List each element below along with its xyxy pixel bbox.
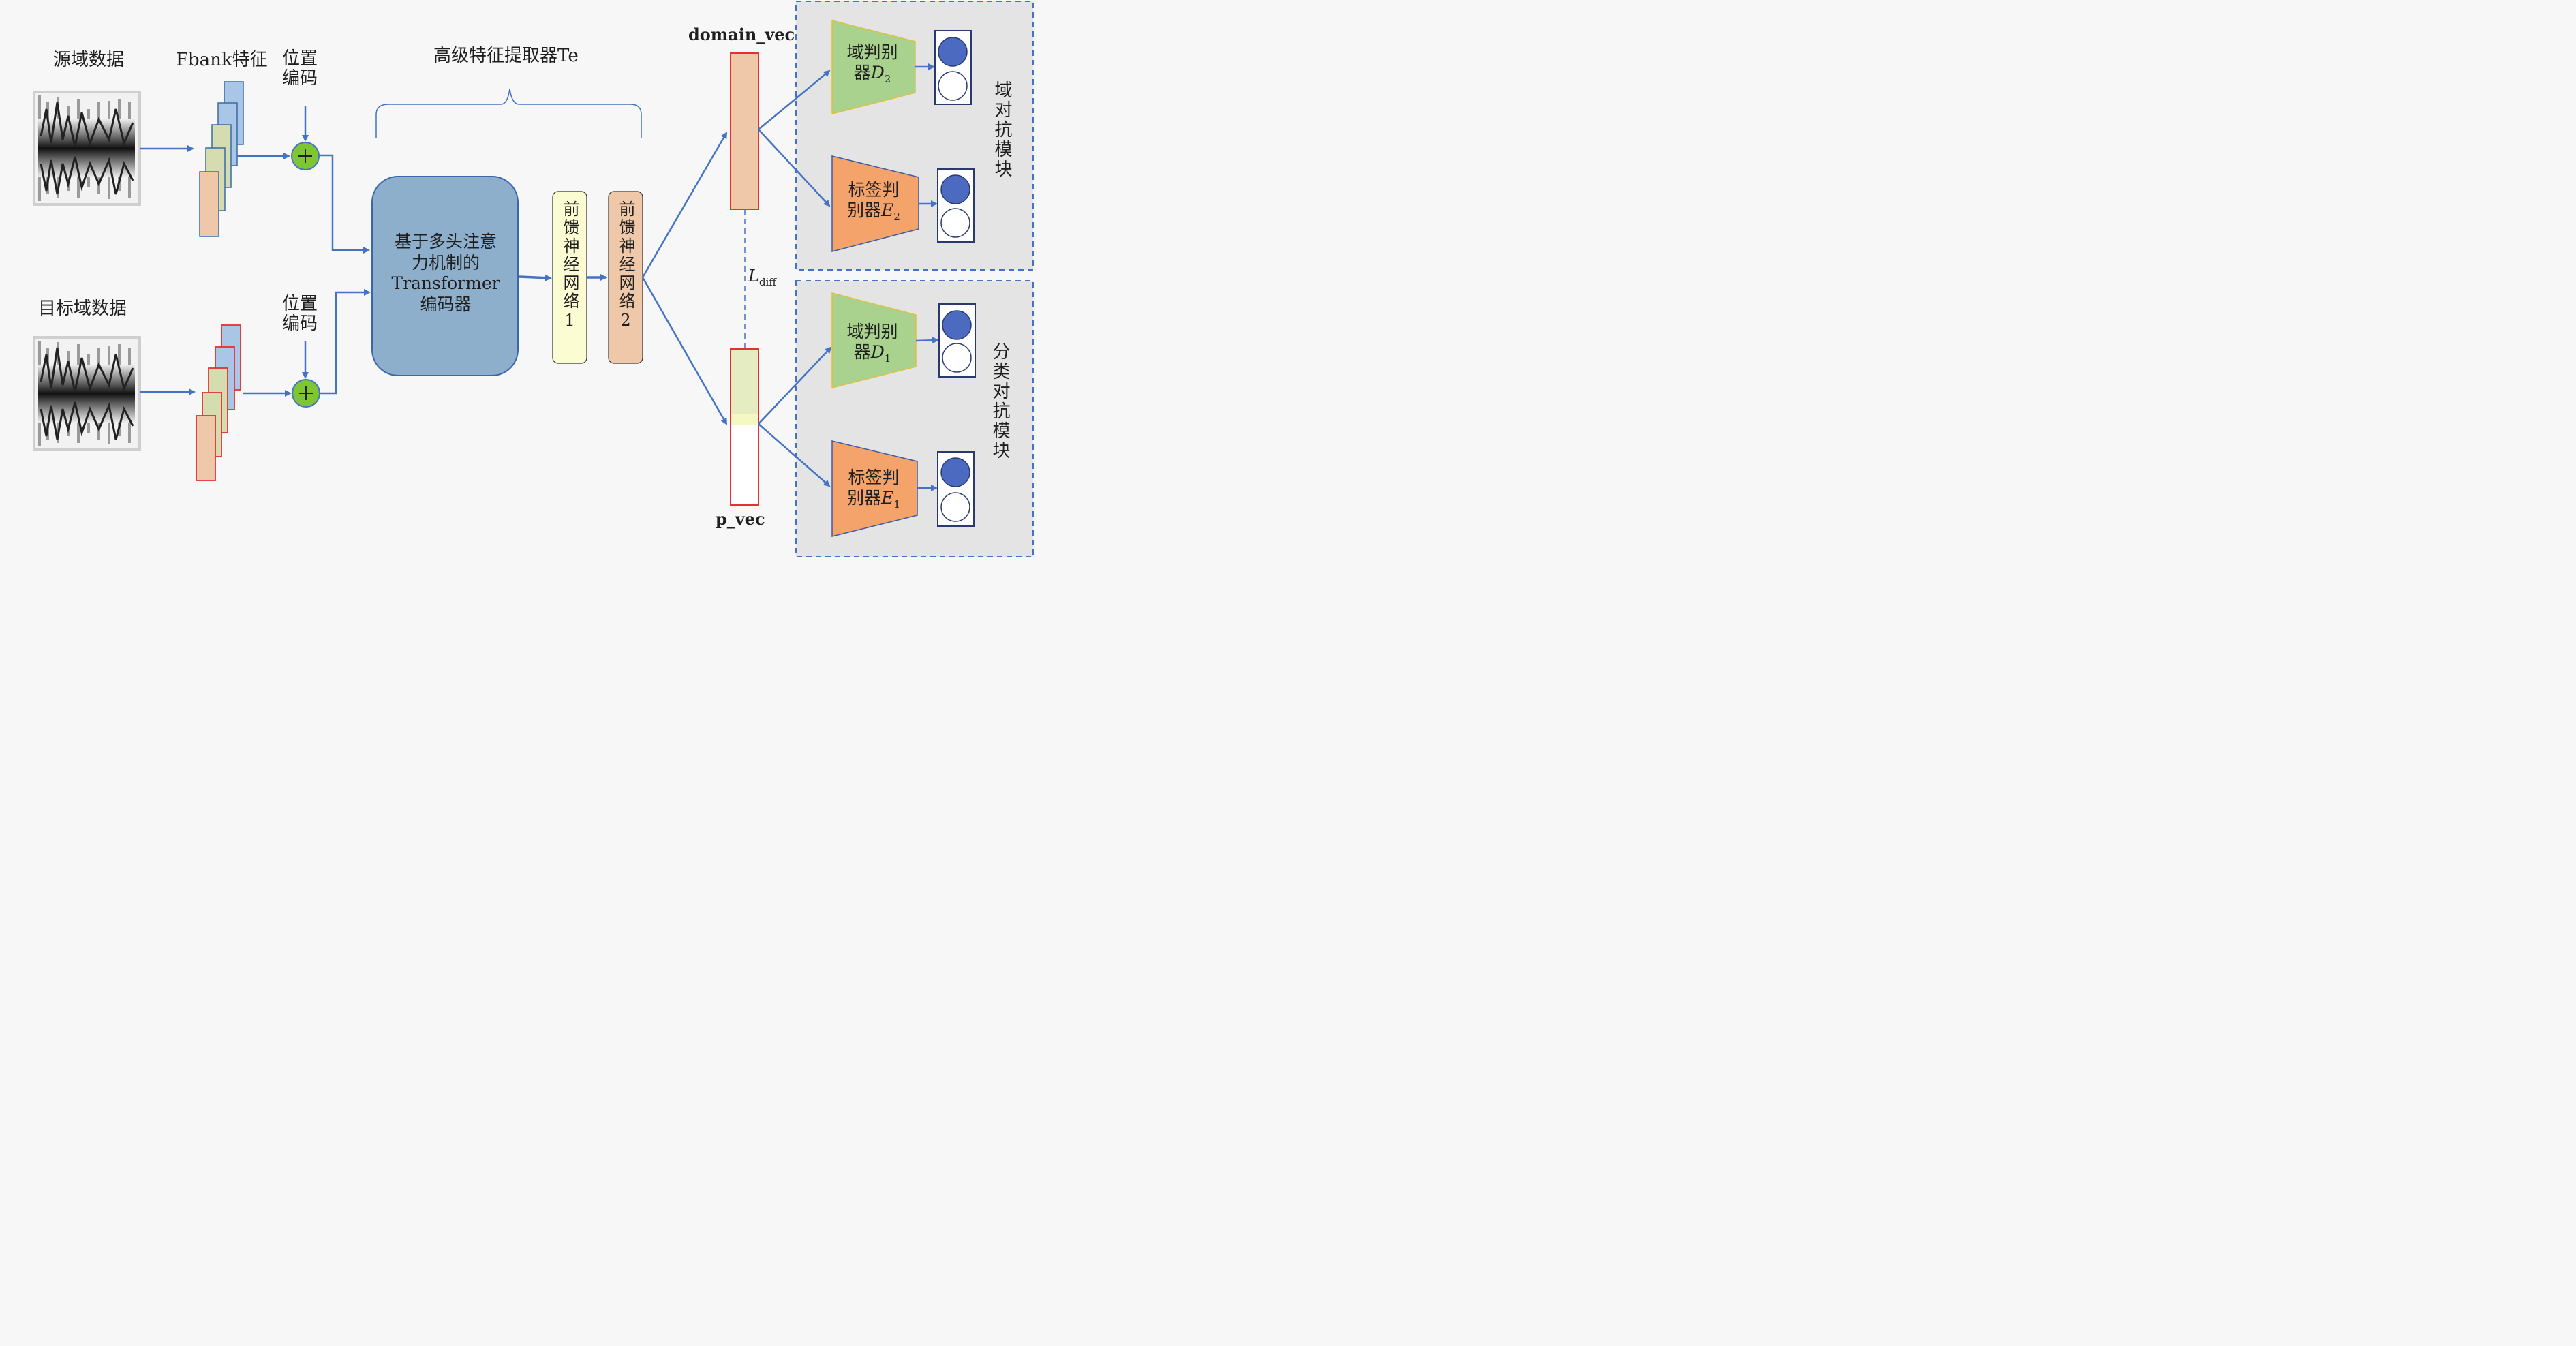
p-vec-to-d1-arrow — [758, 346, 832, 425]
ffn2-label: 前馈神经网络2 — [616, 200, 635, 332]
e2-label: 标签判 别器E2 — [837, 180, 910, 223]
transformer-encoder-block — [371, 176, 519, 376]
d1-to-output-arrow — [915, 337, 939, 344]
source-fbank-stack — [199, 81, 244, 237]
ldiff-sub: diff — [758, 276, 776, 288]
e2-sub: 2 — [893, 211, 900, 223]
e2-discriminator-shape — [831, 155, 919, 252]
target-waveform-image — [33, 336, 141, 451]
e1-output-box — [937, 451, 975, 527]
d2-var: D — [870, 63, 885, 82]
e1-discriminator-shape — [831, 440, 918, 537]
e1-label: 标签判 别器E1 — [837, 468, 910, 510]
e2-output-box — [937, 168, 975, 243]
ffn1-label: 前馈神经网络1 — [560, 200, 579, 332]
p-vec-bar — [730, 348, 759, 506]
source-domain-label: 源域数据 — [53, 50, 125, 70]
domain-adv-module-title: 域对抗模块 — [992, 80, 1012, 179]
d2-output-box — [934, 30, 972, 105]
ldiff-label: Ldiff — [748, 266, 776, 288]
d1-label: 域判别 器D1 — [835, 322, 909, 365]
d2-label: 域判别 器D2 — [835, 42, 909, 85]
class-adv-module-title: 分类对抗模块 — [990, 342, 1010, 461]
d1-sub: 1 — [884, 352, 891, 365]
p-vec-label: p_vec — [716, 509, 765, 529]
ffn2-to-p-vec-arrow — [641, 277, 728, 425]
e2-label-text: 标签判 别器 — [847, 180, 900, 220]
d2-sub: 2 — [884, 73, 891, 85]
domain-vec-bar — [730, 52, 759, 210]
target-domain-label: 目标域数据 — [38, 299, 127, 319]
pos-enc-top-label: 位置 编码 — [282, 48, 318, 89]
extractor-title: 高级特征提取器Te — [433, 46, 579, 66]
d1-output-box — [938, 303, 976, 378]
plus-bottom-to-transformer-connector — [320, 289, 371, 395]
e1-var: E — [881, 488, 894, 508]
target-fbank-stack — [196, 324, 241, 481]
d1-label-text: 域判别 器 — [846, 322, 898, 362]
domain-vec-to-e2-arrow — [758, 129, 831, 207]
transformer-to-ffn1-arrow — [518, 274, 552, 281]
domain-vec-label: domain_vec — [688, 25, 795, 44]
fbank-feature-label: Fbank特征 — [176, 50, 268, 70]
extractor-brace — [375, 88, 642, 138]
d2-label-text: 域判别 器 — [846, 42, 898, 82]
transformer-label: 基于多头注意 力机制的 Transformer 编码器 — [391, 232, 500, 314]
diagram-canvas: 源域数据 目标域数据 Fbank特征 位置 编码 位置 编码 高级特征提取器Te… — [0, 0, 1069, 558]
e2-var: E — [881, 200, 894, 220]
source-waveform-image — [33, 91, 141, 206]
d1-var: D — [870, 342, 885, 362]
ffn2-to-domain-vec-arrow — [641, 132, 728, 278]
e1-label-text: 标签判 别器 — [847, 468, 900, 508]
diagram-graphics — [33, 1, 1034, 557]
d2-discriminator-shape — [831, 20, 916, 114]
domain-vec-to-d2-arrow — [758, 70, 831, 130]
d1-discriminator-shape — [831, 292, 917, 388]
plus-top-to-transformer-connector — [319, 154, 370, 254]
ldiff-main: L — [748, 266, 759, 286]
plus-bottom-icon — [292, 379, 320, 408]
plus-top-icon — [291, 142, 320, 170]
pos-enc-bottom-label: 位置 编码 — [282, 294, 318, 335]
e1-sub: 1 — [893, 498, 900, 510]
p-vec-to-e1-arrow — [758, 423, 831, 487]
